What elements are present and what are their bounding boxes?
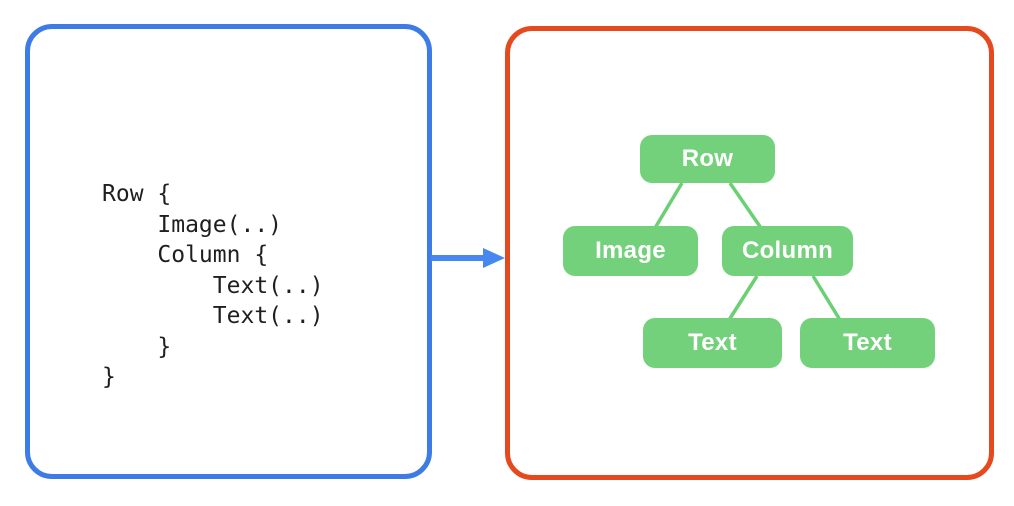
code-block: Row { Image(..) Column { Text(..) Text(.… (102, 179, 324, 393)
code-line: Text(..) (102, 272, 324, 299)
code-panel (25, 24, 432, 479)
arrow-right-icon (431, 248, 505, 268)
tree-node-text-2: Text (800, 318, 935, 368)
tree-node-image: Image (563, 226, 698, 276)
code-line: Column { (102, 242, 269, 268)
code-line: } (102, 364, 116, 390)
tree-node-column: Column (722, 226, 853, 276)
tree-node-text-1: Text (643, 318, 782, 368)
tree-node-row: Row (640, 135, 775, 183)
code-line: Row { (102, 181, 172, 207)
code-line: Image(..) (102, 211, 283, 238)
code-line: } (102, 333, 172, 360)
code-line: Text(..) (102, 303, 324, 329)
